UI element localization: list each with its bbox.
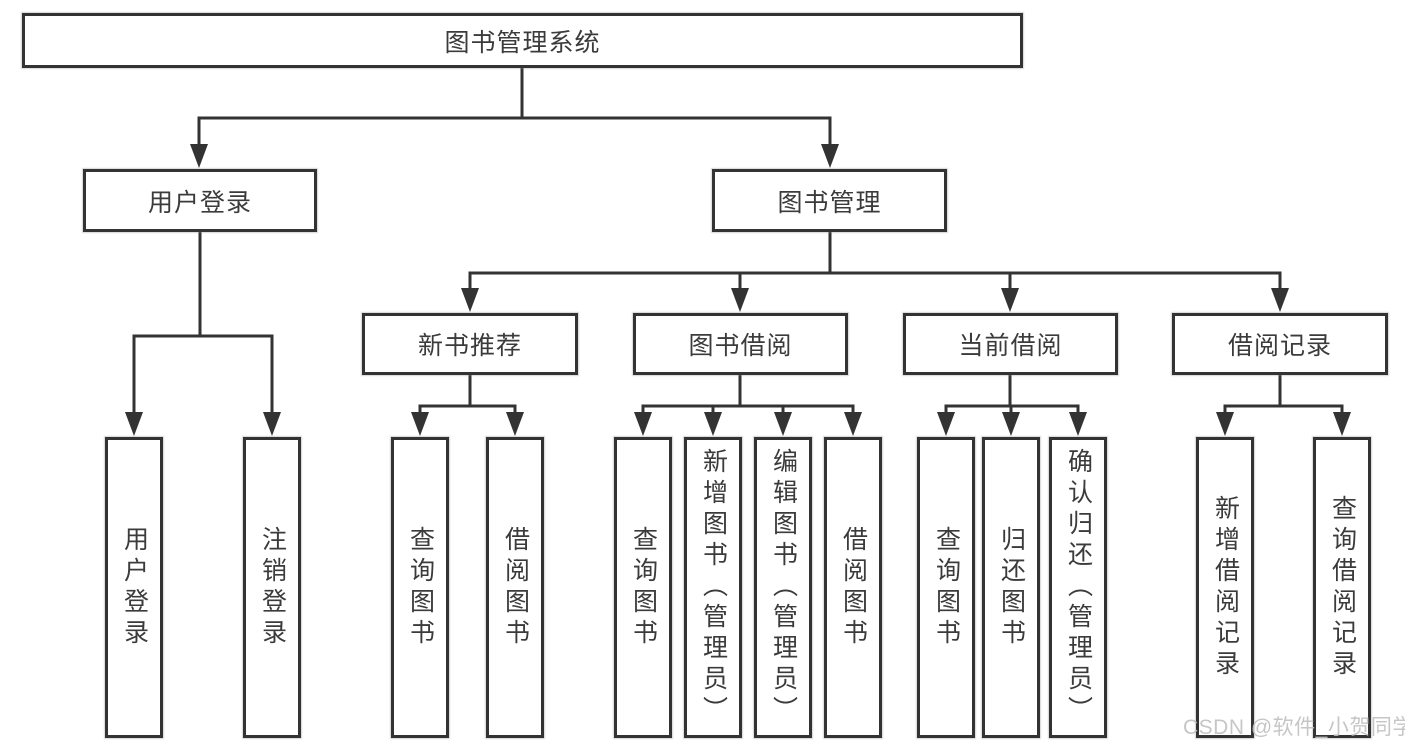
leaf-borrow-books-2-label: 借阅图书	[839, 525, 868, 650]
node-user-login: 用户登录	[83, 169, 317, 232]
node-book-borrowing: 图书借阅	[633, 313, 848, 375]
leaf-add-books-admin-label: 新增图书（管理员）	[699, 448, 728, 727]
leaf-borrow-books-2: 借阅图书	[824, 437, 882, 738]
leaf-logout-label: 注销登录	[258, 525, 287, 650]
leaf-user-login: 用户登录	[105, 437, 163, 738]
node-new-book-recommend-label: 新书推荐	[417, 332, 522, 360]
leaf-add-books-admin: 新增图书（管理员）	[684, 437, 742, 738]
node-current-borrowing-label: 当前借阅	[958, 332, 1063, 360]
node-book-management: 图书管理	[712, 169, 947, 232]
leaf-query-books-1-label: 查询图书	[406, 525, 435, 650]
leaf-query-books-2: 查询图书	[614, 437, 672, 738]
node-current-borrowing: 当前借阅	[903, 313, 1118, 375]
leaf-return-books: 归还图书	[982, 437, 1040, 738]
node-book-borrowing-label: 图书借阅	[688, 332, 793, 360]
arrowhead-triangles	[125, 144, 1351, 436]
node-book-management-label: 图书管理	[777, 188, 882, 217]
leaf-query-books-3: 查询图书	[917, 437, 975, 738]
leaf-user-login-label: 用户登录	[120, 525, 149, 650]
leaf-confirm-return-admin: 确认归还（管理员）	[1049, 437, 1107, 738]
leaf-add-borrow-record-label: 新增借阅记录	[1211, 494, 1240, 681]
leaf-edit-books-admin-label: 编辑图书（管理员）	[769, 448, 798, 727]
node-borrowing-records: 借阅记录	[1172, 313, 1388, 375]
leaf-return-books-label: 归还图书	[997, 525, 1026, 650]
leaf-borrow-books-1: 借阅图书	[486, 437, 544, 738]
node-user-login-label: 用户登录	[147, 188, 252, 217]
leaf-query-borrow-record: 查询借阅记录	[1313, 437, 1371, 738]
node-new-book-recommend: 新书推荐	[362, 313, 578, 375]
leaf-logout: 注销登录	[243, 437, 301, 738]
csdn-watermark: CSDN @软件_小贺同学	[1183, 716, 1405, 739]
leaf-confirm-return-admin-label: 确认归还（管理员）	[1064, 448, 1093, 727]
leaf-query-books-1: 查询图书	[391, 437, 449, 738]
leaf-edit-books-admin: 编辑图书（管理员）	[754, 437, 812, 738]
leaf-query-borrow-record-label: 查询借阅记录	[1328, 494, 1357, 681]
leaf-query-books-2-label: 查询图书	[629, 525, 658, 650]
leaf-add-borrow-record: 新增借阅记录	[1196, 437, 1254, 738]
leaf-borrow-books-1-label: 借阅图书	[501, 525, 530, 650]
leaf-query-books-3-label: 查询图书	[932, 525, 961, 650]
node-root-label: 图书管理系统	[444, 28, 601, 57]
node-borrowing-records-label: 借阅记录	[1227, 332, 1332, 360]
node-root: 图书管理系统	[22, 13, 1023, 68]
